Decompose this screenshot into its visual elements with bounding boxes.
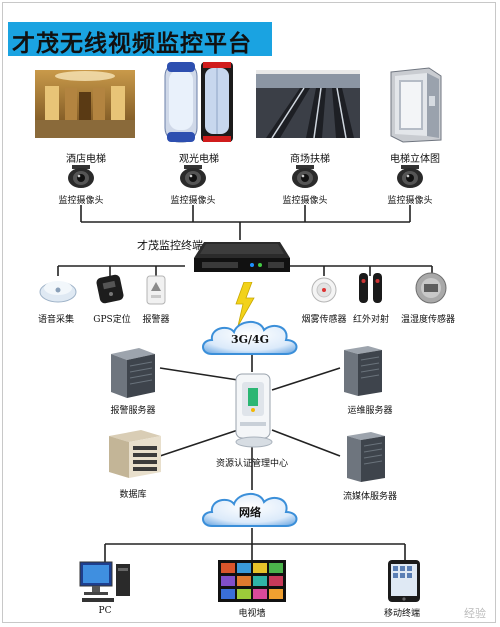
sensor-label-humidity: 温湿度传感器	[400, 315, 456, 325]
scene-label-3d: 电梯立体图	[390, 154, 440, 165]
pc-icon	[78, 560, 134, 608]
monitor-terminal-icon	[192, 238, 292, 282]
ops-server-icon	[340, 342, 386, 402]
network-cloud-label: 网络	[239, 506, 261, 519]
sensor-label-smoke: 烟雾传感器	[301, 315, 347, 325]
gps-locator-icon	[96, 272, 124, 308]
sensor-label-infrared: 红外对射	[352, 315, 390, 325]
sensor-label-gps: GPS定位	[93, 315, 131, 325]
scene-label-hotel: 酒店电梯	[66, 154, 106, 165]
voice-collector-icon	[38, 276, 78, 308]
camera-icon	[66, 165, 96, 193]
tv-wall-label: 电视墙	[238, 609, 266, 619]
scene-label-mall: 商场扶梯	[290, 154, 330, 165]
camera-label: 监控摄像头	[58, 196, 104, 206]
database-label: 数据库	[119, 490, 147, 500]
terminal-label: 才茂监控终端	[137, 239, 203, 252]
lightning-bolt-icon	[232, 281, 256, 330]
camera-icon	[395, 165, 425, 193]
sightseeing-elevator-photo	[163, 62, 235, 144]
auth-center-label: 资源认证管理中心	[215, 459, 289, 469]
sensor-label-alarm: 报警器	[142, 315, 170, 325]
diagram-frame	[2, 2, 496, 623]
humidity-sensor-icon	[414, 272, 448, 308]
smoke-sensor-icon	[310, 276, 338, 308]
ops-server-label: 运维服务器	[347, 406, 393, 416]
scene-label-sightseeing: 观光电梯	[179, 154, 219, 165]
diagram-title: 才茂无线视频监控平台	[12, 30, 252, 57]
alarm-device-icon	[145, 274, 167, 310]
alarm-server-icon	[105, 344, 161, 404]
streaming-server-label: 流媒体服务器	[342, 492, 398, 502]
camera-label: 监控摄像头	[387, 196, 433, 206]
mobile-terminal-label: 移动终端	[383, 609, 421, 619]
database-icon	[105, 428, 165, 484]
network-cloud-icon	[198, 488, 302, 536]
mall-escalator-photo	[256, 70, 360, 138]
camera-label: 监控摄像头	[282, 196, 328, 206]
tv-wall-icon	[218, 560, 286, 606]
mobile-terminal-icon	[384, 558, 424, 608]
camera-icon	[178, 165, 208, 193]
hotel-elevator-photo	[35, 70, 135, 138]
infrared-beam-icon	[358, 271, 384, 309]
cloud-3g-label: 3G/4G	[230, 333, 270, 346]
cloud-3g-icon	[198, 316, 302, 364]
watermark: 经验	[464, 607, 486, 620]
auth-center-icon	[230, 372, 278, 452]
camera-label: 监控摄像头	[170, 196, 216, 206]
camera-icon	[290, 165, 320, 193]
streaming-server-icon	[343, 428, 389, 488]
title-banner	[8, 22, 272, 56]
alarm-server-label: 报警服务器	[110, 406, 156, 416]
sensor-label-voice: 语音采集	[37, 315, 75, 325]
pc-label: PC	[98, 606, 112, 616]
elevator-3d-photo	[385, 66, 445, 144]
